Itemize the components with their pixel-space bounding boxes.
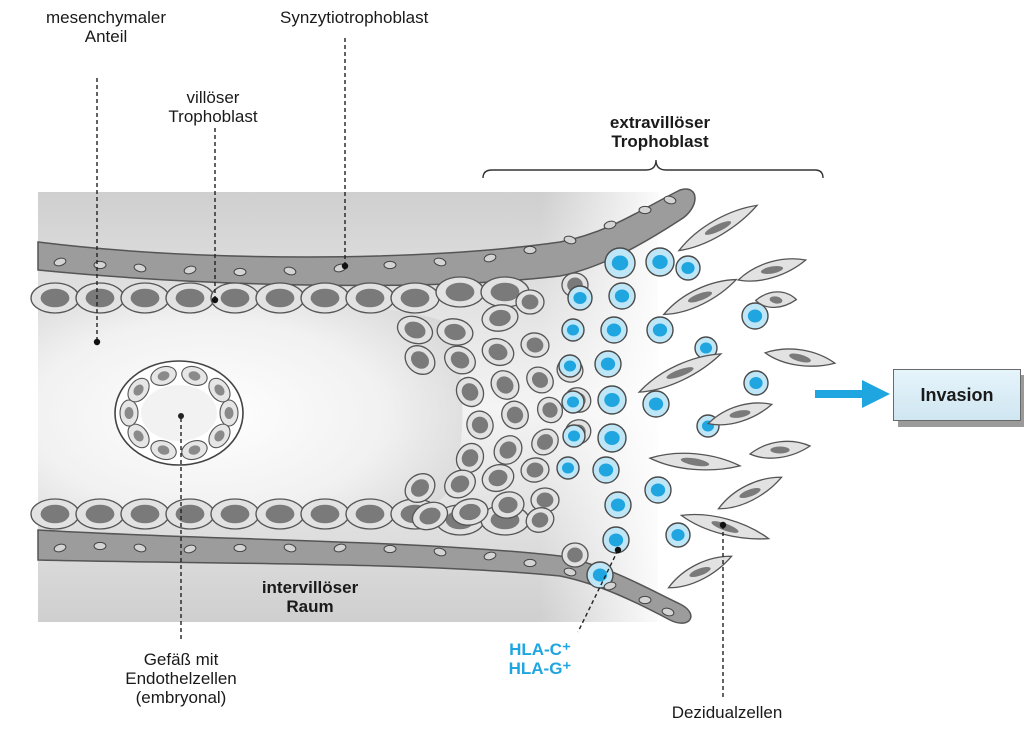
label-hla-c: HLA-C⁺ (490, 640, 590, 659)
label-intervillous-space: intervillöser Raum (230, 578, 390, 616)
hla-cell (563, 425, 585, 447)
villous-cell (346, 499, 394, 529)
villous-cell (76, 283, 124, 313)
label-mesenchymal-line1: mesenchymaler (6, 8, 206, 27)
hla-cell (557, 457, 579, 479)
decidual-cell (714, 473, 786, 513)
hla-cell (645, 477, 671, 503)
villous-cell (301, 499, 349, 529)
label-villous-trophoblast: villöser Trophoblast (148, 88, 278, 126)
hla-cell (646, 248, 674, 276)
villous-cell (436, 277, 484, 307)
villous-cell (346, 283, 394, 313)
hla-cell (559, 355, 581, 377)
label-hla: HLA-C⁺ HLA-G⁺ (490, 640, 590, 678)
label-intervillous-line1: intervillöser (230, 578, 390, 597)
label-vessel-line3: (embryonal) (91, 688, 271, 707)
hla-cell (744, 371, 768, 395)
hla-cell (609, 283, 635, 309)
hla-cell (676, 256, 700, 280)
hla-cell (643, 391, 669, 417)
villous-cell (31, 499, 79, 529)
hla-cell (666, 523, 690, 547)
villous-cell (211, 283, 259, 313)
hla-cell (742, 303, 768, 329)
villous-cell (121, 283, 169, 313)
label-villous-line2: Trophoblast (148, 107, 278, 126)
label-mesenchymal: mesenchymaler Anteil (6, 8, 206, 46)
decidual-cell (764, 341, 836, 375)
invasion-arrow (815, 380, 890, 408)
hla-cell (601, 317, 627, 343)
label-synzytiotrophoblast: Synzytiotrophoblast (280, 8, 428, 27)
decidual-cell (706, 400, 774, 428)
label-vessel-line1: Gefäß mit (91, 650, 271, 669)
hla-cell (647, 317, 673, 343)
decidual-cell (736, 255, 808, 284)
villous-cell (516, 290, 544, 314)
villous-cell (166, 283, 214, 313)
villous-cell (391, 283, 439, 313)
endothelial-cell (220, 400, 238, 426)
label-extravillous-line2: Trophoblast (550, 132, 770, 151)
hla-cell (598, 424, 626, 452)
label-decidual-cells: Dezidualzellen (652, 703, 802, 722)
label-villous-line1: villöser (148, 88, 278, 107)
hla-cell (568, 286, 592, 310)
hla-cell (562, 319, 584, 341)
decidual-cell (659, 275, 740, 318)
decidual-cell (750, 441, 810, 458)
label-extravillous-line1: extravillöser (550, 113, 770, 132)
hla-cell (562, 391, 584, 413)
villous-cell (31, 283, 79, 313)
villous-cell (121, 499, 169, 529)
hla-cell (605, 492, 631, 518)
villous-cell (211, 499, 259, 529)
villous-cell (166, 499, 214, 529)
hla-cell (598, 386, 626, 414)
label-extravillous-trophoblast: extravillöser Trophoblast (550, 113, 770, 151)
hla-cell (605, 248, 635, 278)
villous-cell (562, 543, 588, 567)
endothelial-cell (120, 400, 138, 426)
label-vessel: Gefäß mit Endothelzellen (embryonal) (91, 650, 271, 707)
label-vessel-line2: Endothelzellen (91, 669, 271, 688)
extravillous-bracket (483, 160, 823, 178)
decidual-cell (664, 552, 736, 592)
invasion-box: Invasion (893, 369, 1021, 421)
hla-cell (595, 351, 621, 377)
villous-cell (301, 283, 349, 313)
villous-cell (256, 283, 304, 313)
villous-cell (76, 499, 124, 529)
hla-cell (593, 457, 619, 483)
label-mesenchymal-line2: Anteil (6, 27, 206, 46)
villous-cell (256, 499, 304, 529)
label-intervillous-line2: Raum (230, 597, 390, 616)
embryonal-vessel (115, 361, 243, 465)
label-hla-g: HLA-G⁺ (490, 659, 590, 678)
